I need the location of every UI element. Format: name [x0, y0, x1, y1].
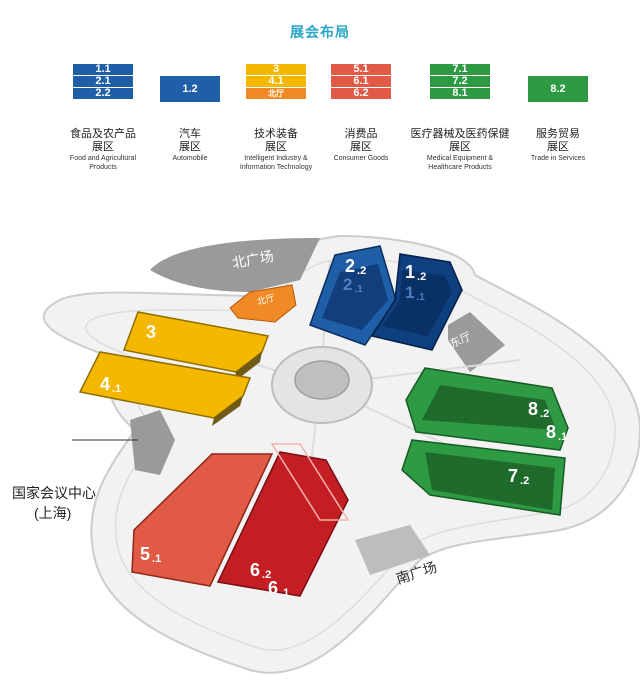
north-hall-label: 北厅 [256, 293, 276, 307]
legend-label-food: 食品及农产品 展区 Food and Agricultural Products [69, 128, 137, 171]
legend-label-services: 服务贸易 展区 Trade in Services [530, 128, 586, 162]
hall-8-inner [422, 385, 556, 430]
legend-hall-7-2: 7.2 [430, 76, 490, 87]
hall-2-2-label: 2.2 [345, 256, 366, 277]
hall-4-1-label: 4.1 [100, 374, 121, 395]
center-name-label: 国家会议中心 [12, 485, 96, 501]
hall-6-shape [216, 451, 349, 597]
north-plaza-label: 北广场 [231, 248, 275, 271]
legend-hall-5-1: 5.1 [331, 64, 391, 75]
legend-hall-4-1: 4.1 [246, 76, 306, 87]
legend-hall-2-1: 2.1 [73, 76, 133, 87]
hall-4-side [212, 396, 243, 426]
hall-2-inner [322, 264, 388, 330]
east-hall-shape [448, 312, 505, 372]
legend-consumer: 5.1 6.1 6.2 [331, 64, 391, 100]
legend-auto: 1.2 [160, 76, 220, 103]
legend-hall-2-2: 2.2 [73, 88, 133, 99]
page-title: 展会布局 [290, 24, 350, 40]
legend-hall-1-1: 1.1 [73, 64, 133, 75]
legend-hall-3: 3 [246, 64, 306, 75]
hall-5-1-label: 5.1 [140, 544, 161, 565]
legend-tech: 3 4.1 北厅 [246, 64, 306, 100]
south-side-shape [355, 525, 430, 575]
legend-label-auto: 汽车 展区 Automobile [172, 128, 208, 162]
north-hall-shape [229, 284, 297, 323]
legend-label-medical: 医疗器械及医药保健 展区 Medical Equipment & Healthc… [410, 128, 510, 171]
center-city-label: (上海) [34, 505, 71, 521]
legend-label-consumer: 消费品 展区 Consumer Goods [333, 128, 389, 162]
hall-2-1-label: 2.1 [343, 275, 363, 295]
hall-3-label: 3 [146, 322, 156, 342]
hall-8-2-label: 8.2 [528, 399, 549, 420]
hall-8-1-label: 8.1 [546, 422, 567, 443]
hall-3-side [234, 352, 262, 382]
hall-6-overlay [270, 443, 350, 521]
hall-1-1-label: 1.1 [405, 283, 425, 303]
legend-hall-8-2: 8.2 [528, 76, 588, 102]
west-entrance-shape [130, 410, 175, 475]
legend-north-hall: 北厅 [246, 88, 306, 99]
hall-7-2-label: 7.2 [508, 466, 529, 487]
legend-food: 1.1 2.1 2.2 [73, 64, 133, 100]
legend-hall-6-2: 6.2 [331, 88, 391, 99]
center-ring-inner [294, 360, 350, 400]
hall-1-2-label: 1.2 [405, 262, 426, 283]
legend-hall-6-1: 6.1 [331, 76, 391, 87]
legend-hall-7-1: 7.1 [430, 64, 490, 75]
hall-7-inner [425, 452, 555, 510]
hall-1-inner [382, 270, 452, 336]
legend-label-tech: 技术装备 展区 Intelligent Industry & Informati… [239, 128, 313, 171]
legend-services: 8.2 [528, 76, 588, 103]
legend-hall-1-2: 1.2 [160, 76, 220, 102]
hall-5-shape [131, 453, 274, 587]
hall-6-2-label: 6.2 [250, 560, 271, 581]
legend-medical: 7.1 7.2 8.1 [430, 64, 490, 100]
legend-hall-8-1: 8.1 [430, 88, 490, 99]
north-plaza-shape [150, 238, 320, 292]
hall-6-1-label: 6.1 [268, 578, 289, 599]
